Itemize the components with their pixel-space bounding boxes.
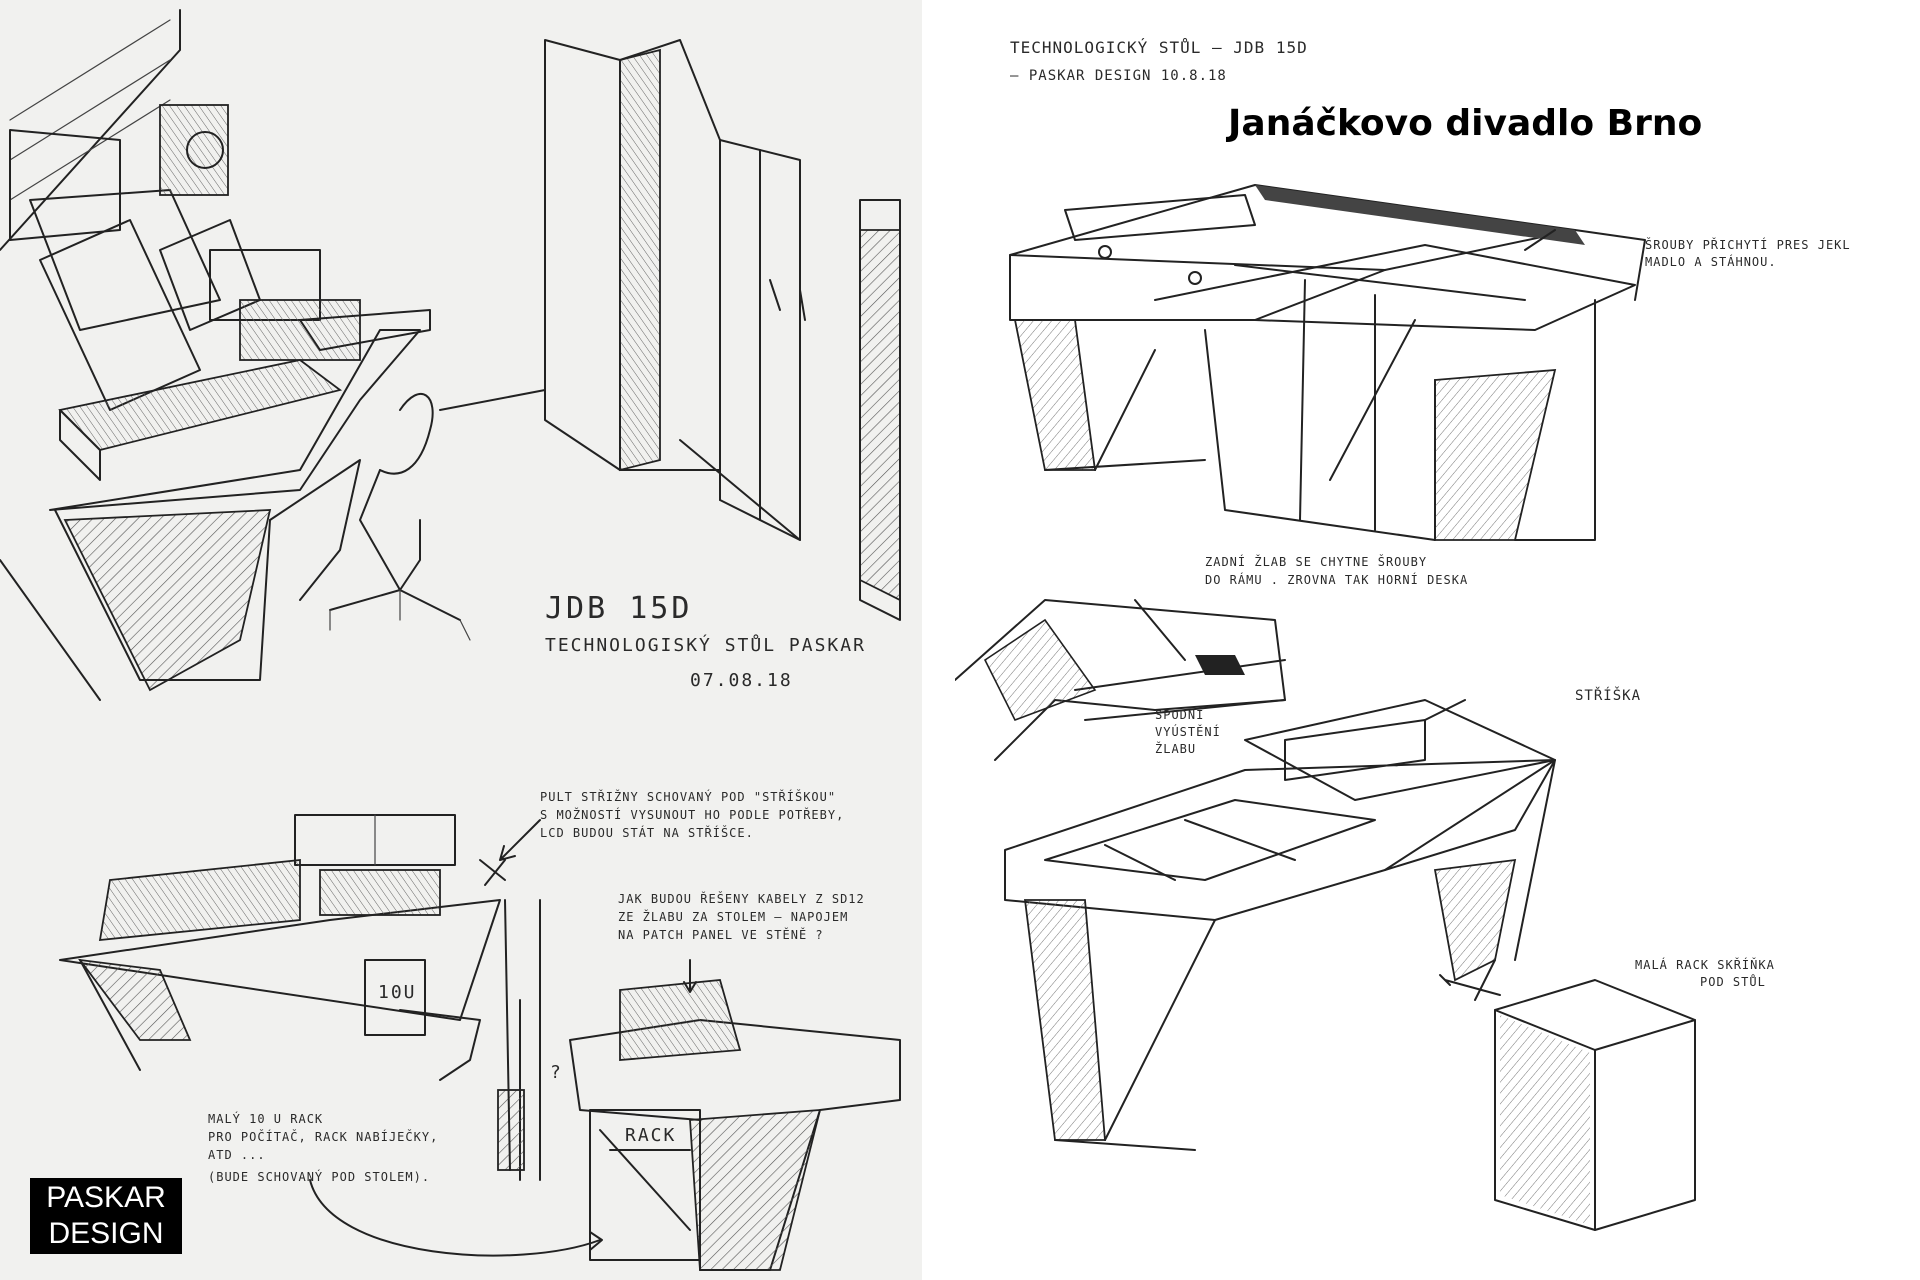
mixing-console-surface [58,359,343,451]
note-cables-line1: JAK BUDOU ŘEŠENY KABELY Z SD12 [618,892,865,906]
note-side-line2: VYÚSTĚNÍ [1155,725,1221,739]
rack-label: RACK [625,1125,677,1146]
note-rack-line3: ATD ... [208,1148,266,1162]
small-rack-box [364,959,426,1036]
note-rack-line1: MALÝ 10 U RACK [208,1112,324,1126]
note-gutter-line2: DO RÁMU . ZROVNA TAK HORNÍ DESKA [1205,573,1469,587]
note-side-line1: SPODNÍ [1155,708,1205,722]
question-mark: ? [550,1062,563,1083]
note-screws-line1: ŠROUBY PŘICHYTÍ PRES JEKL [1645,238,1851,252]
rack-unit-label: 10U [378,982,417,1003]
note-roof: STŘÍŠKA [1575,688,1642,704]
note-cables-line2: ZE ŽLABU ZA STOLEM – NAPOJEM [618,910,849,924]
right-header-line1: TECHNOLOGICKÝ STŮL – JDB 15D [1010,38,1308,57]
note-gutter-line1: ZADNÍ ŽLAB SE CHYTNE ŠROUBY [1205,555,1428,569]
sketch-code-title: JDB 15D [545,591,693,626]
note-cables-line3: NA PATCH PANEL VE STĚNĚ ? [618,928,824,942]
left-sketch-drawing [0,9,901,1271]
page-title: Janáčkovo divadlo Brno [1228,103,1703,144]
note-desk-line1: PULT STŘIŽNY SCHOVANÝ POD "STŘÍŠKOU" [540,790,837,804]
left-sketch-sheet: JDB 15D TECHNOLOGISKÝ STŮL PASKAR 07.08.… [0,0,922,1280]
speaker-icon [159,104,229,196]
right-header-line2: – PASKAR DESIGN 10.8.18 [1010,68,1227,84]
note-rack-line2: PRO POČÍTAČ, RACK NABÍJEČKY, [208,1130,439,1144]
note-side-line3: ŽLABU [1155,742,1197,756]
note-cabinet-line1: MALÁ RACK SKŘÍŇKA [1635,958,1775,972]
desk-side-panel [63,509,272,692]
note-desk-line3: LCD BUDOU STÁT NA STŘÍŠCE. [540,826,754,840]
right-sketch-drawing [955,184,1696,1231]
console-on-rack-desk [619,979,742,1061]
paskar-design-logo: PASKAR DESIGN [30,1178,182,1254]
sketch-subtitle: TECHNOLOGISKÝ STŮL PASKAR [545,635,866,656]
right-sketch-sheet: TECHNOLOGICKÝ STŮL – JDB 15D – PASKAR DE… [955,0,1855,1280]
note-desk-line2: S MOŽNOSTÍ VYSUNOUT HO PODLE POTŘEBY, [540,808,845,822]
sketch-date: 07.08.18 [690,670,793,691]
note-screws-line2: MADLO A STÁHNOU. [1645,255,1777,269]
note-cabinet-line2: POD STŮL [1700,975,1766,989]
note-rack-line4: (BUDE SCHOVANÝ POD STOLEM). [208,1170,431,1184]
